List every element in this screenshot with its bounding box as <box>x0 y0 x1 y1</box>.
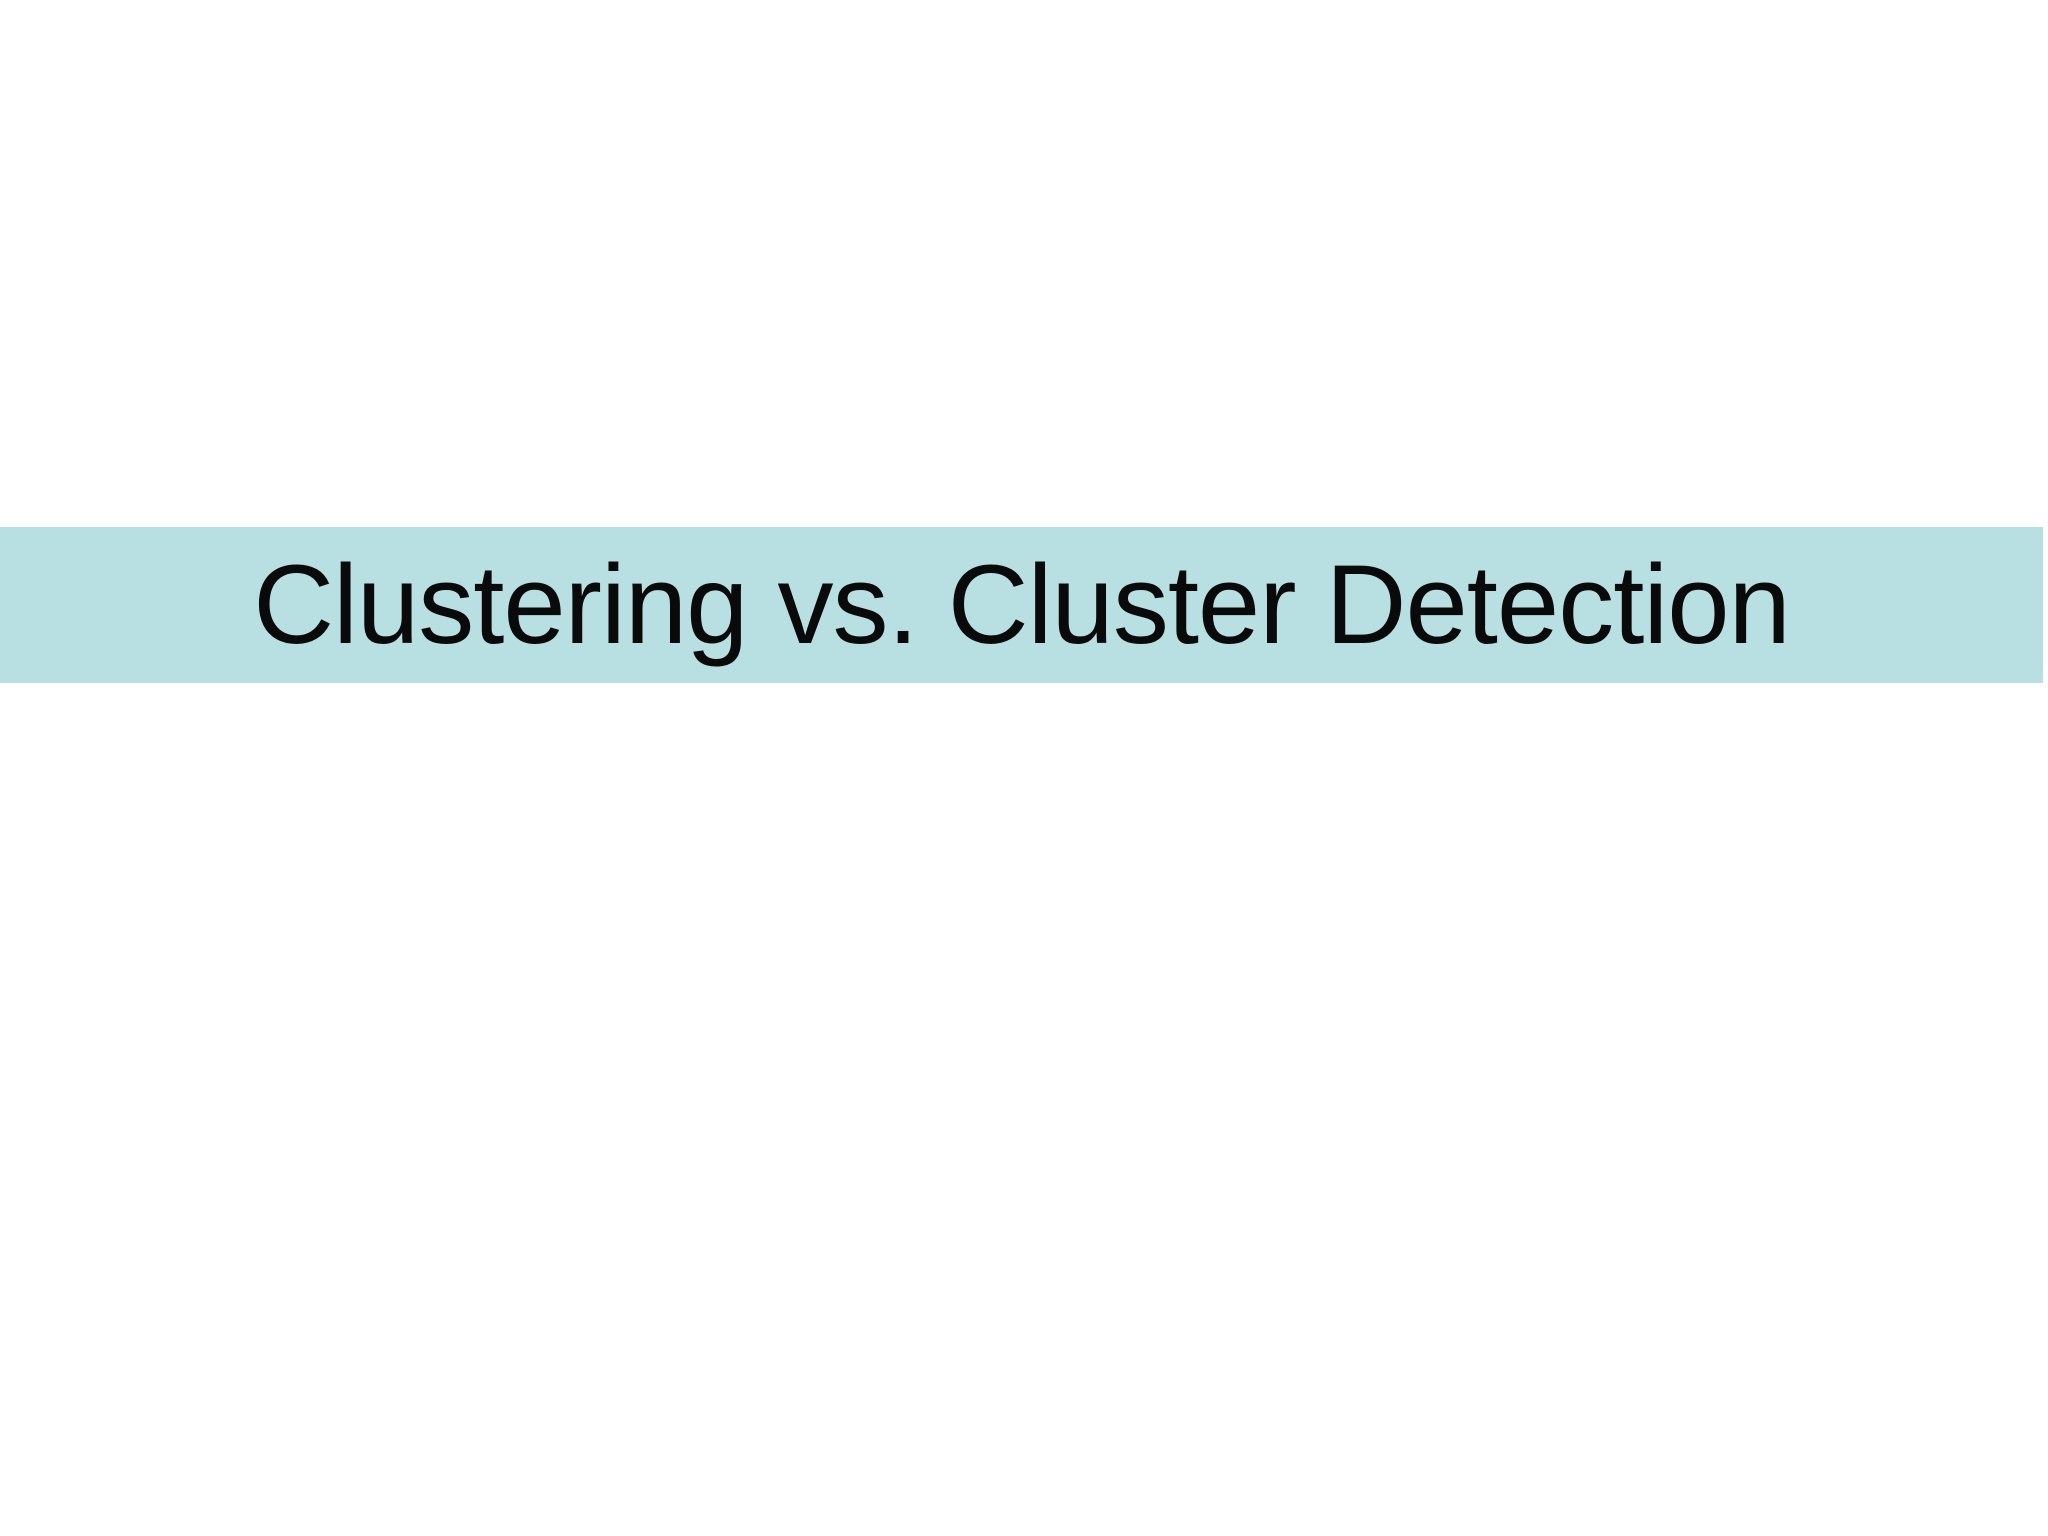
slide-title: Clustering vs. Cluster Detection <box>253 542 1791 667</box>
title-band: Clustering vs. Cluster Detection <box>0 527 2043 683</box>
